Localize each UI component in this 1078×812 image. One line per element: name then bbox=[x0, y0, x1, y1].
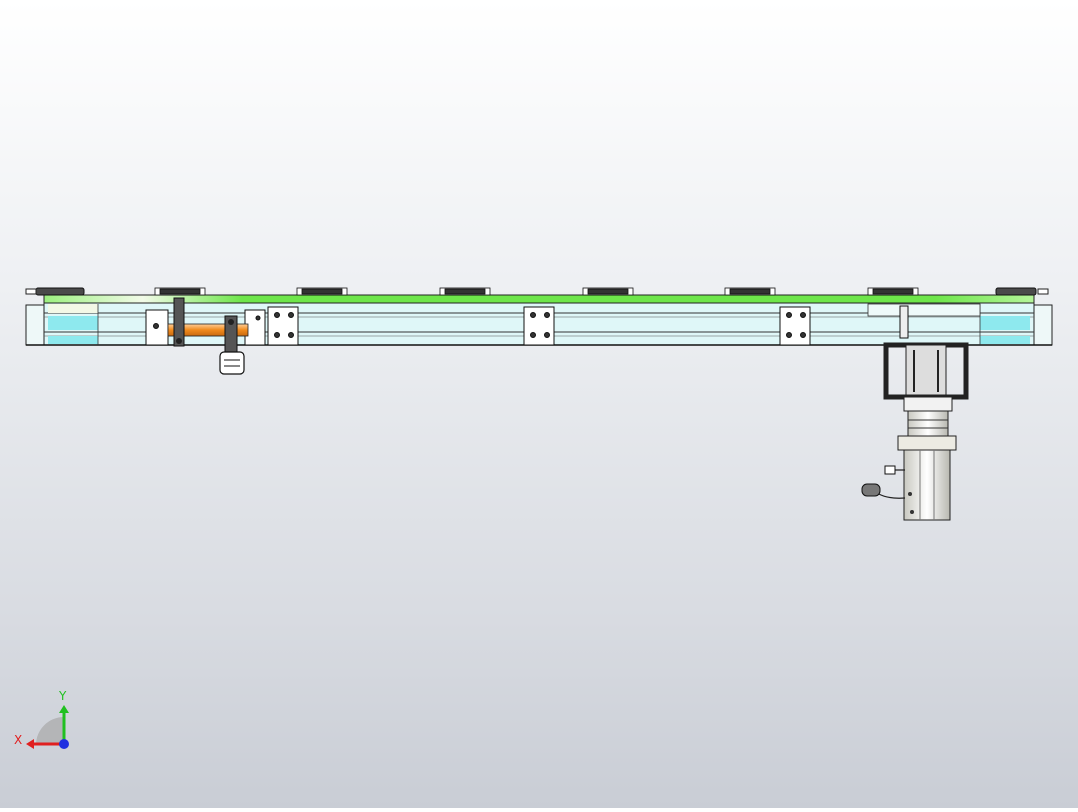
cable-connector bbox=[861, 483, 881, 497]
left-cyan-panel-lower bbox=[48, 336, 98, 344]
pneumatic-cylinder bbox=[167, 297, 249, 375]
right-cyan-panel-lower bbox=[980, 336, 1030, 344]
motor-flange bbox=[897, 435, 957, 451]
conveyor-assembly[interactable] bbox=[25, 287, 1053, 375]
axis-triad: X Y bbox=[14, 689, 69, 749]
left-end-plate bbox=[25, 304, 47, 346]
y-axis-arrow bbox=[59, 705, 69, 713]
right-inner-box bbox=[867, 303, 981, 317]
right-end-cap bbox=[1037, 288, 1049, 295]
left-cream-panel bbox=[48, 304, 98, 313]
cylinder-rod-mount bbox=[173, 297, 185, 347]
triad-plane bbox=[36, 717, 64, 745]
right-roller bbox=[995, 287, 1037, 296]
motor-mount-inner bbox=[905, 344, 947, 396]
x-axis-label: X bbox=[14, 733, 22, 747]
green-belt bbox=[43, 294, 1035, 304]
bracket-2 bbox=[523, 306, 555, 346]
right-cyan-panel bbox=[980, 316, 1030, 330]
y-axis-label: Y bbox=[58, 689, 67, 703]
gearbox bbox=[907, 410, 949, 437]
bracket-1 bbox=[267, 306, 299, 346]
left-roller bbox=[35, 287, 85, 296]
x-axis-arrow bbox=[26, 739, 34, 749]
drive-motor-assembly[interactable] bbox=[861, 342, 969, 521]
mounting-brackets bbox=[145, 306, 811, 346]
left-end-cap bbox=[25, 288, 37, 295]
right-end-plate bbox=[1031, 304, 1053, 346]
z-axis-dot bbox=[59, 739, 69, 749]
top-guide-blocks bbox=[154, 287, 919, 296]
bracket-3 bbox=[779, 306, 811, 346]
motor-body bbox=[903, 449, 951, 521]
cylinder-foot bbox=[219, 351, 245, 375]
coupling bbox=[903, 396, 953, 412]
left-cyan-panel bbox=[48, 316, 98, 330]
encoder-connector bbox=[884, 465, 896, 475]
position-sensor bbox=[899, 305, 909, 339]
